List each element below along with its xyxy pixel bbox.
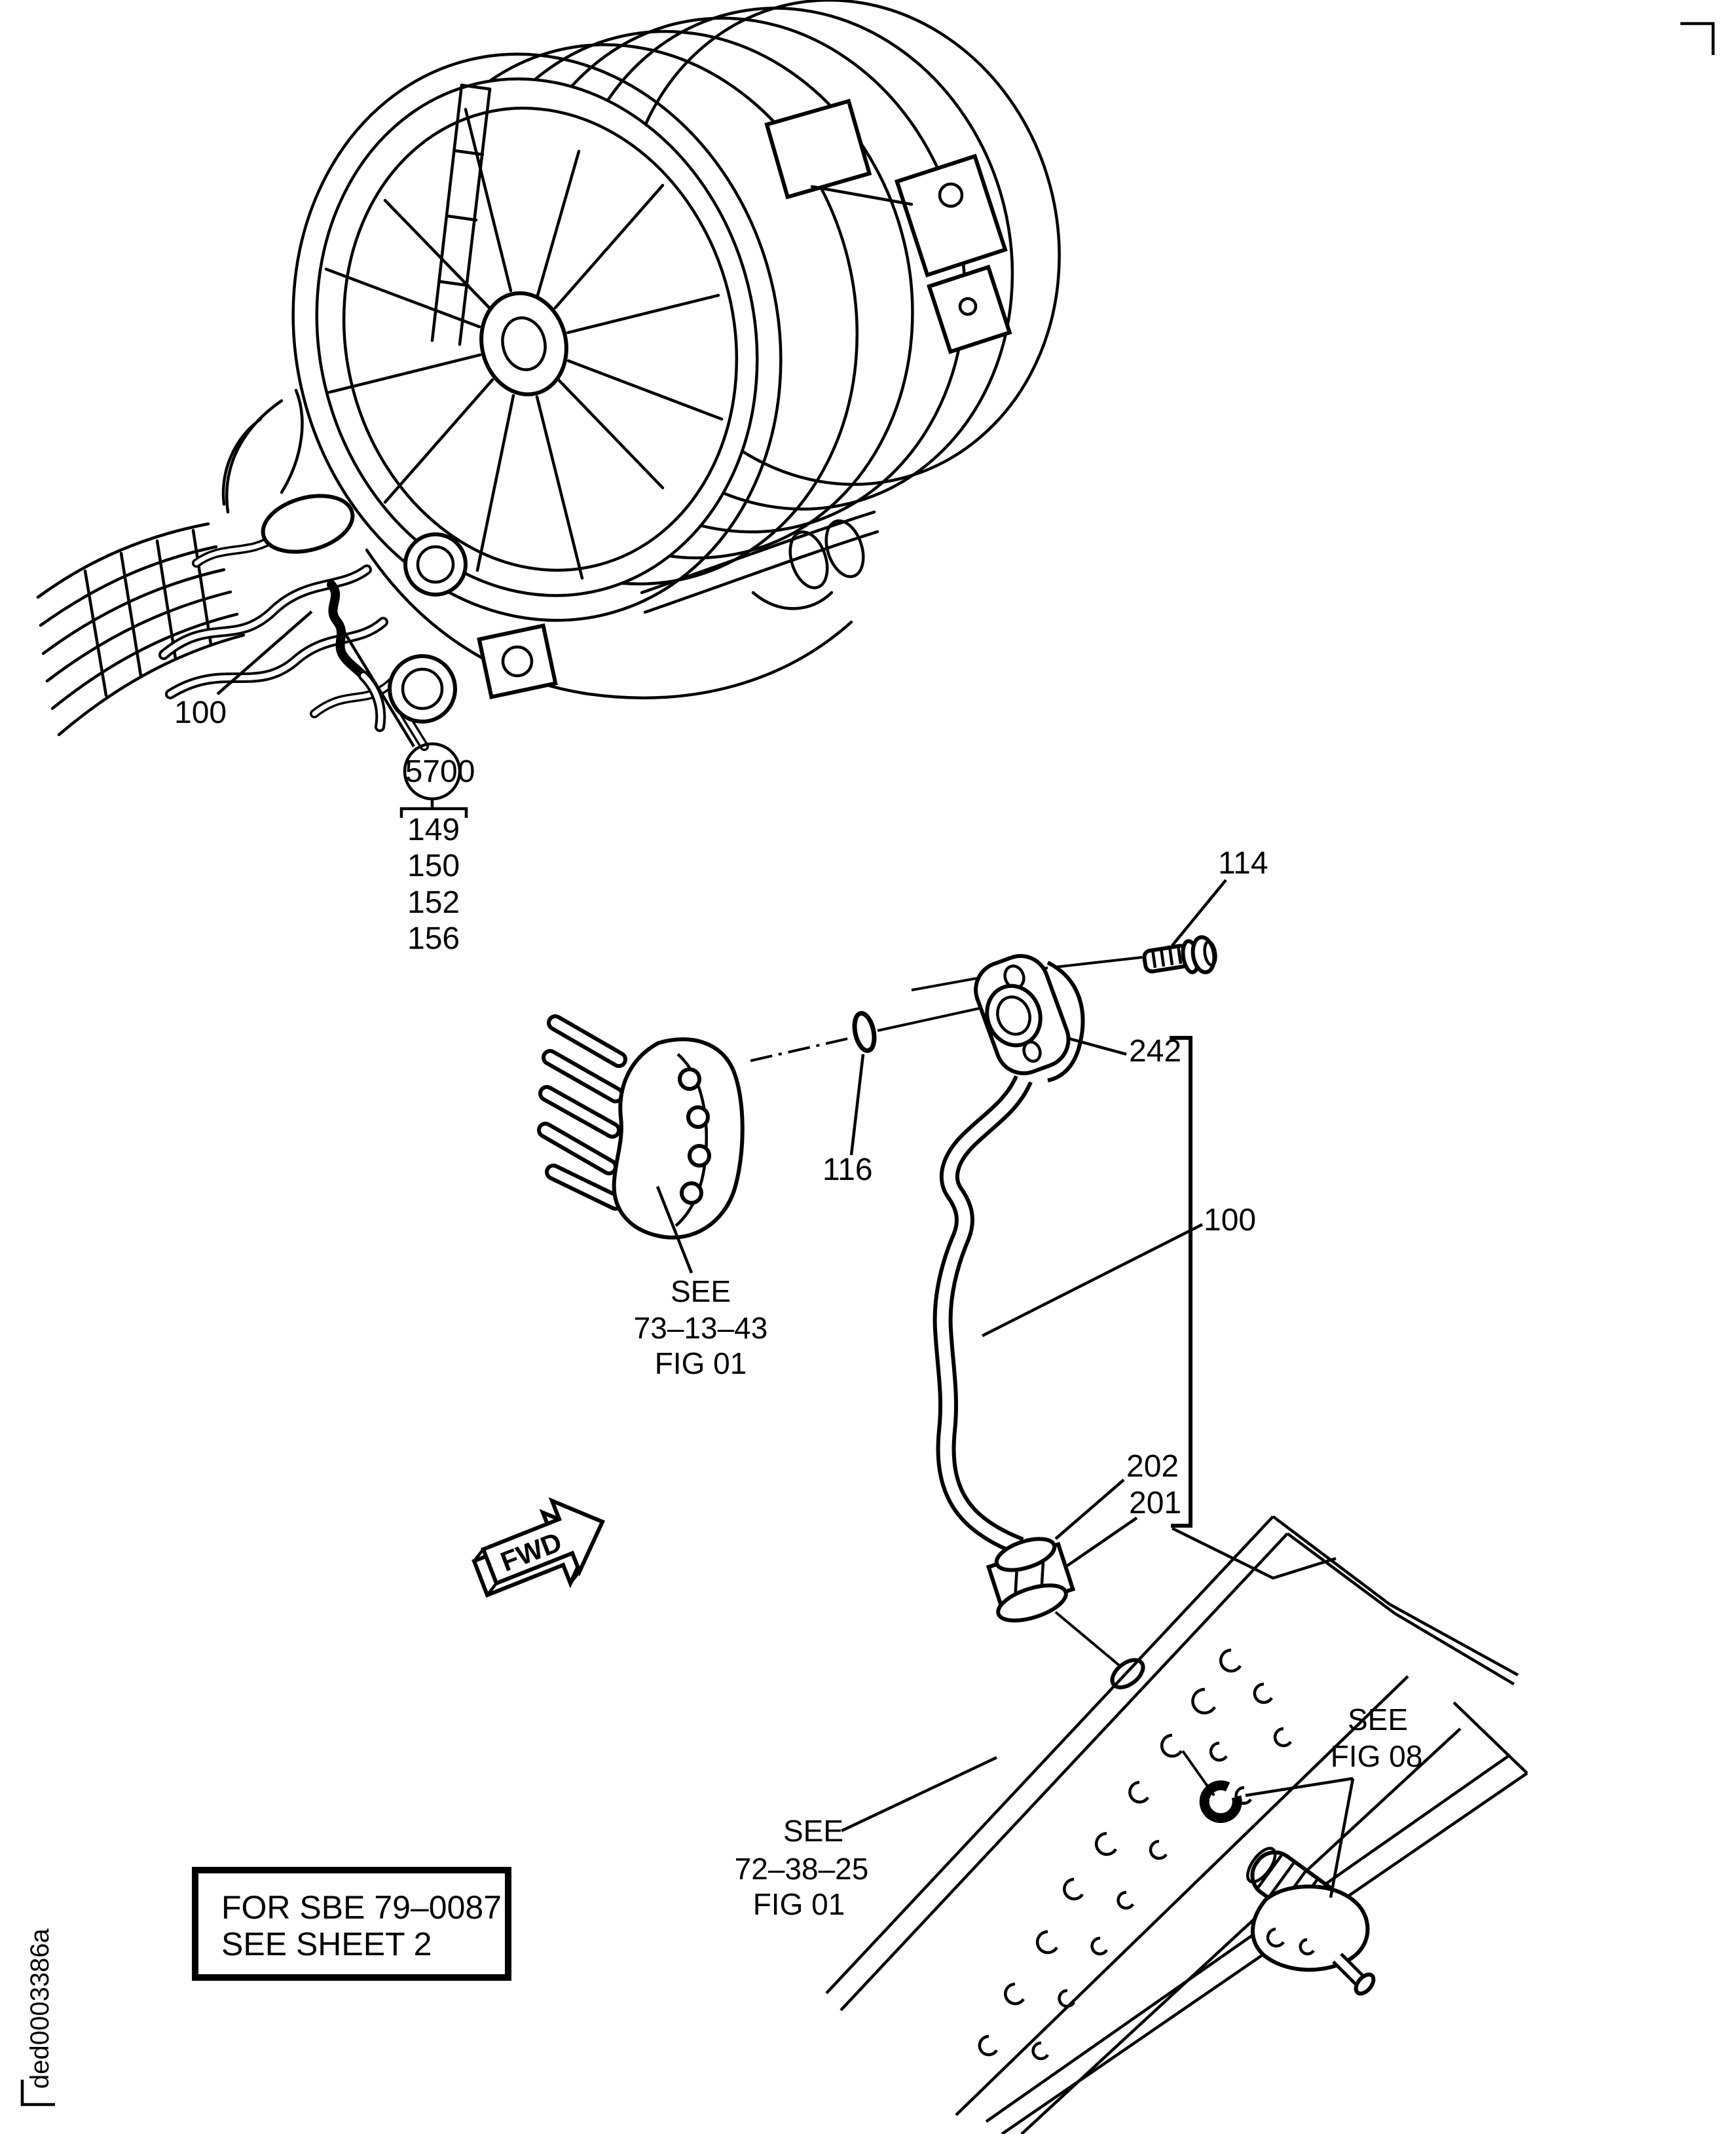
fan-rim-mid <box>315 77 759 597</box>
fwd-arrow-edge <box>473 1548 485 1562</box>
leader-nut-to-hole <box>1054 1611 1121 1667</box>
fan-case-strut <box>430 83 492 346</box>
ref-firewall: SEE 72–38–25 FIG 01 <box>735 1814 869 1921</box>
nut-flange <box>996 1583 1068 1623</box>
valve-body-hole <box>1299 1938 1315 1956</box>
coupling-nut <box>986 1537 1076 1623</box>
note-box-line2: SEE SHEET 2 <box>221 1926 432 1962</box>
leader-202 <box>1054 1479 1125 1540</box>
callout-201: 201 <box>1129 1486 1181 1520</box>
spinner-arcs <box>221 388 304 514</box>
leader-bracket-to-plate <box>1172 1526 1337 1580</box>
index-item: 156 <box>407 921 460 956</box>
engine-illustration <box>36 0 1061 751</box>
leader-114 <box>1171 879 1227 947</box>
plate-lightening-holes <box>978 1648 1292 2061</box>
index-list: 149 150 152 156 <box>407 813 460 956</box>
ref-gearbox: SEE 73–13–43 FIG 01 <box>634 1274 768 1380</box>
index-bracket <box>399 799 468 818</box>
nut-collar <box>994 1537 1057 1572</box>
flange-boss-outer <box>985 984 1043 1048</box>
corner-mark-bottom-left <box>20 2080 55 2106</box>
fan-hub-center <box>501 316 547 371</box>
gearbox-pad-body <box>612 1037 745 1240</box>
leader-fig08-grommet <box>1245 1776 1354 1797</box>
ref-valve: SEE FIG 08 <box>1331 1702 1423 1773</box>
doc-id: ded0003386a <box>26 1928 54 2089</box>
fan-rim-outer <box>291 52 783 622</box>
index-item: 149 <box>407 813 460 847</box>
leader-firewall-ref <box>841 1756 997 1833</box>
callout-engine-100: 100 <box>174 695 227 730</box>
callout-tube-100: 100 <box>1204 1203 1256 1238</box>
ref-valve-fig: FIG 08 <box>1331 1739 1423 1773</box>
leader-5700 <box>339 625 415 748</box>
ref-valve-see: SEE <box>1348 1702 1408 1737</box>
centerline-tube-axis <box>877 1004 995 1032</box>
fwd-arrow-edge <box>569 1570 581 1585</box>
ref-gearbox-chapter: 73–13–43 <box>634 1311 768 1345</box>
grommet <box>1199 1780 1242 1823</box>
ref-gearbox-see: SEE <box>671 1274 731 1308</box>
highlighted-hose <box>327 580 368 680</box>
bolt-head-end <box>1203 940 1217 967</box>
callout-114: 114 <box>1218 846 1268 881</box>
pad-bolt-hole <box>680 1181 703 1205</box>
fwd-arrow: FWD <box>471 1497 606 1598</box>
pad-bolt-hole <box>688 1144 711 1168</box>
callout-5700-label: 5700 <box>405 754 475 789</box>
fwd-arrow-edge <box>486 1582 498 1596</box>
valve-stem-end <box>1354 1972 1376 1996</box>
leader-engine-100 <box>216 610 313 695</box>
gearbox-bodies <box>261 494 558 724</box>
leader-116 <box>849 1054 865 1156</box>
plate-edges <box>825 1515 1528 2134</box>
centerline-dashdot <box>750 1037 852 1062</box>
leader-242 <box>1068 1037 1127 1056</box>
bolt-114 <box>1142 935 1217 974</box>
index-item: 152 <box>407 885 460 920</box>
pad-bolt-hole <box>686 1105 710 1129</box>
callout-116: 116 <box>822 1152 873 1187</box>
lower-case-lines <box>640 510 879 614</box>
drain-valve <box>1246 1847 1376 1996</box>
tube-100 <box>933 1075 1033 1556</box>
corner-mark-top-right <box>1680 22 1715 55</box>
ref-gearbox-fig: FIG 01 <box>655 1346 747 1380</box>
ref-firewall-fig: FIG 01 <box>753 1887 845 1921</box>
leader-fig08-valve <box>1329 1778 1355 1898</box>
inlet-duct <box>36 522 246 737</box>
valve-body-hole <box>1266 1927 1285 1948</box>
fan-blades <box>324 107 724 580</box>
pad-bolt-hole <box>678 1067 701 1091</box>
note-box <box>192 1867 511 1981</box>
index-item: 150 <box>407 849 460 883</box>
callout-bracket <box>1170 1036 1192 1528</box>
ref-firewall-chapter: 72–38–25 <box>735 1852 869 1886</box>
bolt-threads <box>1151 945 1183 968</box>
valve-stem-fill <box>1334 1955 1365 1986</box>
case-equipment-boxes <box>764 98 1012 354</box>
valve-body <box>1251 1885 1370 1972</box>
flange-242 <box>974 953 1085 1082</box>
note-box-line1: FOR SBE 79–0087 <box>221 1889 502 1926</box>
oring-116 <box>852 1010 877 1054</box>
leader-gearbox-ref <box>656 1186 693 1274</box>
firewall-plate <box>825 1515 1528 2134</box>
hose-tail-fill <box>361 673 384 729</box>
plate-tube-hole <box>1110 1658 1145 1689</box>
flange-boss-inner <box>996 995 1031 1036</box>
fwd-arrow-face <box>481 1497 606 1586</box>
lower-cowl-line <box>365 548 853 699</box>
gearbox-pad-assembly <box>537 1014 745 1240</box>
gearbox-tube-stubs <box>537 1014 627 1211</box>
fan-hub <box>479 291 568 397</box>
ref-firewall-see: SEE <box>783 1814 843 1848</box>
callout-202: 202 <box>1126 1449 1179 1484</box>
leader-tube-100 <box>981 1223 1204 1338</box>
